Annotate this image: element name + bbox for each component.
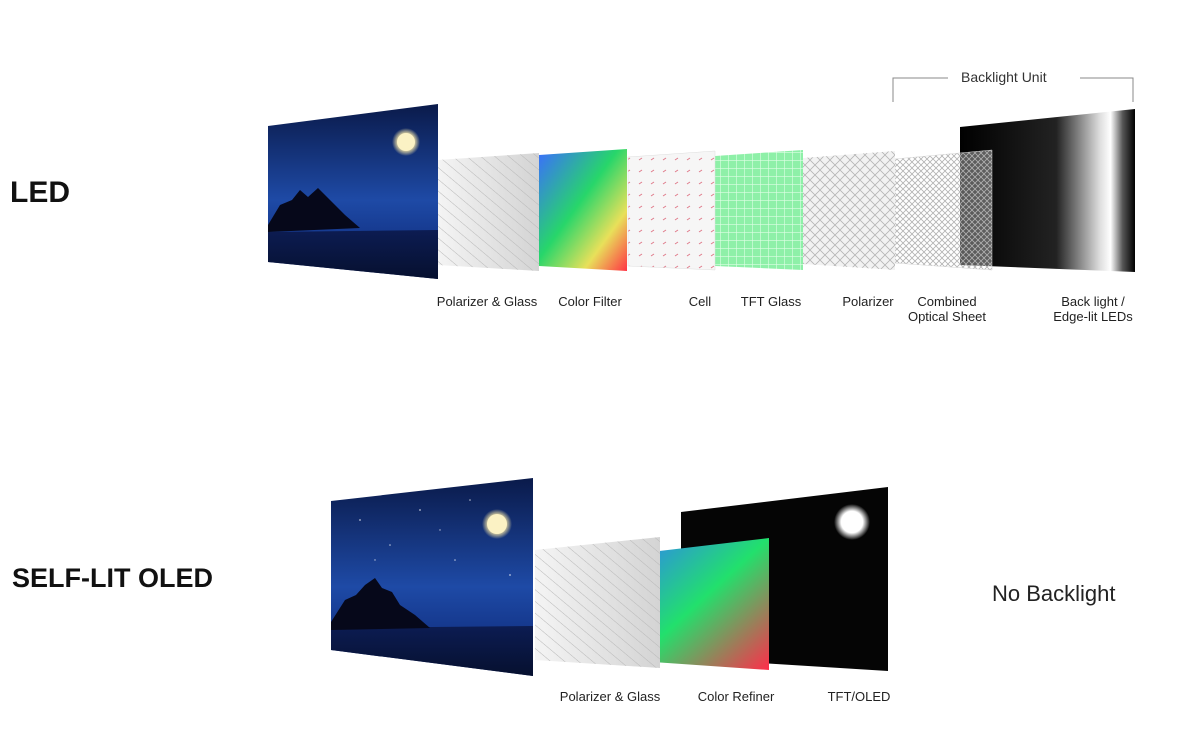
oled-color-refiner [625, 538, 769, 670]
led-cell [627, 150, 716, 271]
led-tft-glass [715, 150, 803, 270]
oled-title: SELF-LIT OLED [12, 563, 213, 593]
no-backlight-label: No Backlight [992, 581, 1116, 606]
led-label-cell: Cell [688, 294, 712, 309]
led-label-polarizer: Polarizer [842, 294, 894, 309]
led-title: LED [10, 176, 70, 209]
led-label-tft-glass: TFT Glass [740, 294, 802, 309]
led-label-backlight: Back light / Edge-lit LEDs [1053, 294, 1133, 324]
led-label-polarizer-glass: Polarizer & Glass [436, 294, 538, 309]
led-label-color-filter: Color Filter [558, 294, 622, 309]
oled-label-polarizer-glass: Polarizer & Glass [559, 689, 661, 704]
led-label-optical-sheet: Combined Optical Sheet [907, 294, 987, 324]
oled-label-tft-oled: TFT/OLED [827, 689, 891, 704]
led-backlight-panel [960, 109, 1135, 272]
backlight-unit-label: Backlight Unit [961, 69, 1047, 85]
oled-label-color-refiner: Color Refiner [697, 689, 775, 704]
backlight-unit-bracket [892, 77, 1134, 102]
led-screen-image [268, 104, 438, 279]
led-color-filter [539, 149, 627, 271]
oled-screen-image [331, 478, 533, 676]
